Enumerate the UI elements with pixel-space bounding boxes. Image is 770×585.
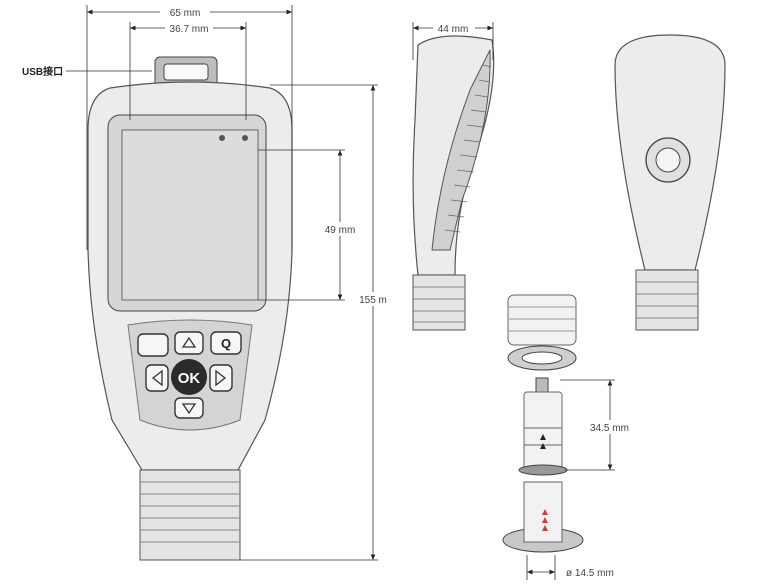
total-height-label: 155 m — [359, 295, 387, 306]
svg-text:OK: OK — [178, 370, 201, 387]
blank-button[interactable] — [137, 333, 169, 357]
threaded-base — [139, 469, 241, 561]
down-button[interactable] — [174, 397, 204, 419]
side-view: 44 mm — [412, 21, 495, 331]
screen-height-label: 49 mm — [325, 225, 356, 236]
usb-port-label: USB接口 — [22, 65, 63, 78]
svg-text:Q: Q — [221, 336, 231, 351]
probe-cap — [507, 294, 577, 346]
probe-stem — [523, 391, 563, 473]
screen — [121, 129, 259, 301]
width-top-label: 36.7 mm — [170, 24, 209, 35]
ok-button[interactable]: OK — [171, 359, 207, 395]
front-view: Q OK — [87, 56, 293, 561]
right-button[interactable] — [209, 364, 233, 392]
back-view — [614, 34, 726, 331]
front-dimensions: 65 mm 36.7 mm USB接口 49 mm 155 m — [22, 5, 391, 561]
q-button[interactable]: Q — [210, 331, 242, 355]
probe-diameter-label: ø 14.5 mm — [566, 568, 614, 579]
left-button[interactable] — [145, 364, 169, 392]
up-button[interactable] — [174, 331, 204, 355]
probe-length-label: 34.5 mm — [590, 423, 629, 434]
probe-exploded-view: 34.5 mm ø 14.5 mm — [502, 294, 634, 580]
side-depth-label: 44 mm — [438, 24, 469, 35]
probe-base — [502, 481, 584, 553]
width-total-label: 65 mm — [170, 8, 201, 19]
